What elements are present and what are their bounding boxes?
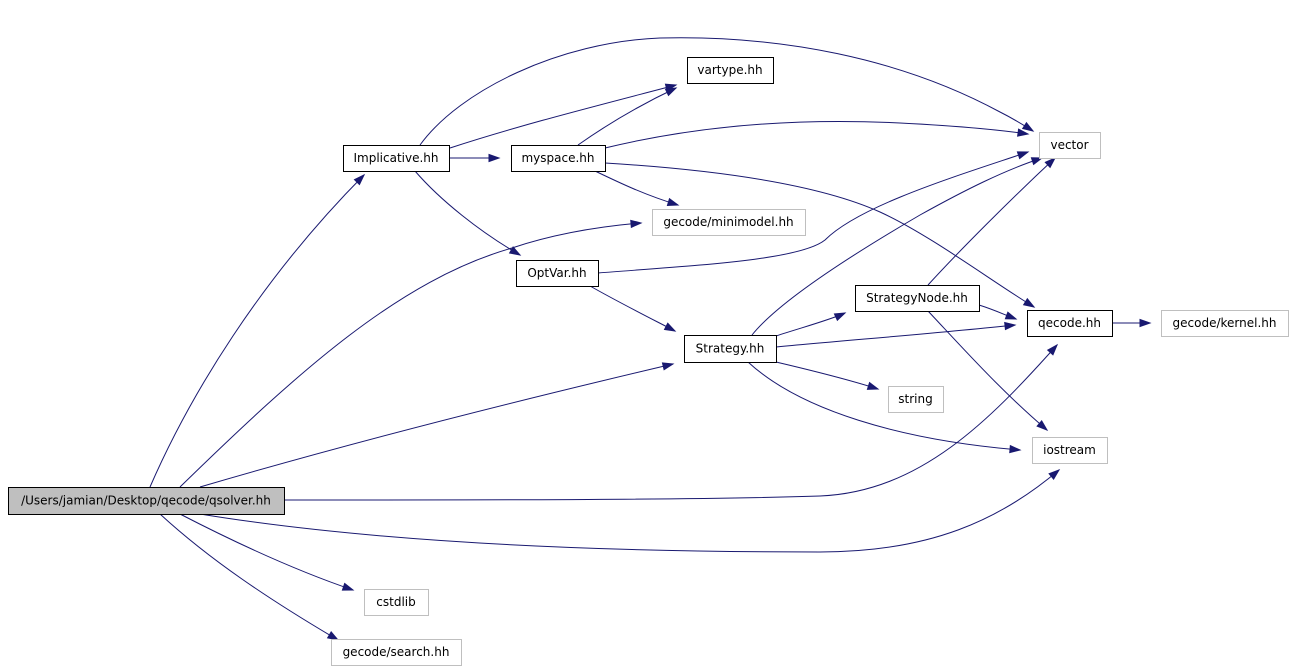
edge-strategy-to-strategynode — [775, 312, 846, 337]
edge-strategy-to-iostream-arrowhead — [1009, 444, 1022, 454]
node-strategynode-box — [855, 285, 980, 312]
edge-optvar-to-vector — [597, 151, 1029, 274]
edge-root-to-implicative-arrowhead — [353, 173, 366, 186]
node-myspace-box — [511, 145, 606, 172]
edge-root-to-minimodel-arrowhead — [630, 219, 643, 229]
node-optvar-box — [516, 260, 599, 287]
node-vartype-label: vartype.hh — [697, 63, 762, 77]
node-search-box — [331, 639, 462, 666]
edge-strategy-to-strategynode-arrowhead — [833, 312, 847, 322]
edge-root-to-minimodel — [179, 222, 642, 488]
node-implicative[interactable]: Implicative.hh — [343, 145, 450, 172]
node-strategynode[interactable]: StrategyNode.hh — [855, 285, 980, 312]
node-cstdlib: cstdlib — [364, 589, 429, 616]
edge-root-to-strategy-arrowhead — [661, 362, 675, 371]
edge-strategynode-to-iostream-arrowhead — [1036, 419, 1049, 431]
node-search: gecode/search.hh — [331, 639, 462, 666]
node-root[interactable]: /Users/jamian/Desktop/qecode/qsolver.hh — [8, 487, 285, 515]
node-vartype[interactable]: vartype.hh — [687, 57, 774, 84]
edge-myspace-to-vartype-arrowhead — [664, 87, 678, 97]
edge-root-to-cstdlib — [179, 513, 354, 591]
node-strategy-label: Strategy.hh — [696, 342, 765, 356]
edge-root-to-iostream — [199, 469, 1060, 553]
node-search-label: gecode/search.hh — [343, 645, 450, 659]
edge-root-to-qecode — [283, 344, 1058, 501]
node-string-label: string — [898, 392, 932, 406]
edge-root-to-implicative — [149, 174, 365, 488]
edge-strategynode-to-qecode-arrowhead — [1004, 311, 1018, 320]
edge-root-to-search — [159, 513, 339, 641]
node-string: string — [888, 386, 944, 413]
edge-root-to-cstdlib-arrowhead — [341, 582, 355, 591]
node-qecode-label: qecode.hh — [1038, 316, 1101, 330]
node-kernel-box — [1161, 310, 1289, 337]
edge-strategynode-to-vector — [927, 157, 1056, 286]
node-optvar[interactable]: OptVar.hh — [516, 260, 599, 287]
edge-implicative-to-vartype — [449, 84, 677, 149]
edge-optvar-to-vector-arrowhead — [1016, 151, 1030, 160]
edge-implicative-to-myspace-arrowhead — [488, 153, 501, 163]
node-iostream-label: iostream — [1043, 443, 1096, 457]
node-vector-label: vector — [1050, 138, 1088, 152]
edge-qecode-to-kernel-arrowhead — [1139, 318, 1152, 328]
node-root-label: /Users/jamian/Desktop/qecode/qsolver.hh — [21, 494, 271, 508]
edge-root-to-qecode-arrowhead — [1046, 343, 1059, 356]
edge-myspace-to-qecode-arrowhead — [1022, 297, 1036, 308]
edge-implicative-to-optvar-arrowhead — [508, 246, 522, 256]
edge-strategy-to-iostream — [747, 361, 1021, 451]
edge-strategy-to-qecode-arrowhead — [1004, 321, 1017, 331]
edge-myspace-to-vector-arrowhead — [1017, 128, 1030, 137]
node-strategy-box — [684, 335, 777, 363]
edge-root-to-search-arrowhead — [326, 631, 340, 641]
node-kernel: gecode/kernel.hh — [1161, 310, 1289, 337]
node-myspace-label: myspace.hh — [521, 151, 594, 165]
edge-strategy-to-qecode — [775, 324, 1016, 348]
edge-strategynode-to-iostream — [927, 310, 1048, 431]
edge-strategy-to-string-arrowhead — [866, 381, 880, 390]
node-optvar-label: OptVar.hh — [527, 266, 586, 280]
node-minimodel-label: gecode/minimodel.hh — [663, 215, 793, 229]
edge-strategy-to-string — [775, 361, 879, 390]
node-kernel-label: gecode/kernel.hh — [1173, 316, 1277, 330]
node-strategy[interactable]: Strategy.hh — [684, 335, 777, 363]
node-implicative-box — [343, 145, 450, 172]
edge-root-to-strategy — [199, 363, 674, 488]
node-minimodel-box — [652, 209, 806, 236]
edge-strategynode-to-vector-arrowhead — [1044, 156, 1057, 169]
node-strategynode-label: StrategyNode.hh — [866, 291, 968, 305]
edges-layer — [149, 37, 1152, 641]
node-qecode[interactable]: qecode.hh — [1027, 310, 1113, 337]
node-cstdlib-box — [364, 589, 429, 616]
node-cstdlib-label: cstdlib — [376, 595, 415, 609]
node-implicative-label: Implicative.hh — [353, 151, 438, 165]
edge-optvar-to-strategy — [589, 285, 676, 332]
edge-optvar-to-strategy-arrowhead — [663, 322, 677, 332]
nodes-layer: /Users/jamian/Desktop/qecode/qsolver.hh I… — [8, 57, 1289, 666]
edge-strategy-to-vector — [751, 157, 1043, 336]
node-minimodel: gecode/minimodel.hh — [652, 209, 806, 236]
node-iostream: iostream — [1032, 437, 1108, 464]
edge-implicative-to-vector-arrowhead — [1021, 121, 1035, 132]
node-string-box — [888, 386, 944, 413]
edge-myspace-to-vector — [604, 120, 1029, 149]
edge-myspace-to-vartype — [577, 87, 677, 146]
edge-implicative-to-optvar — [414, 170, 521, 256]
edge-myspace-to-qecode — [604, 162, 1035, 308]
node-qecode-box — [1027, 310, 1113, 337]
edge-root-to-iostream-arrowhead — [1048, 469, 1061, 480]
edge-strategy-to-vector-arrowhead — [1030, 157, 1044, 166]
node-myspace[interactable]: myspace.hh — [511, 145, 606, 172]
edge-implicative-to-vector — [419, 37, 1034, 146]
edge-myspace-to-minimodel — [594, 170, 679, 206]
node-vector: vector — [1039, 132, 1101, 159]
edge-myspace-to-minimodel-arrowhead — [666, 197, 680, 206]
node-iostream-box — [1032, 437, 1108, 464]
node-root-box — [8, 487, 285, 515]
node-vector-box — [1039, 132, 1101, 159]
node-vartype-box — [687, 57, 774, 84]
